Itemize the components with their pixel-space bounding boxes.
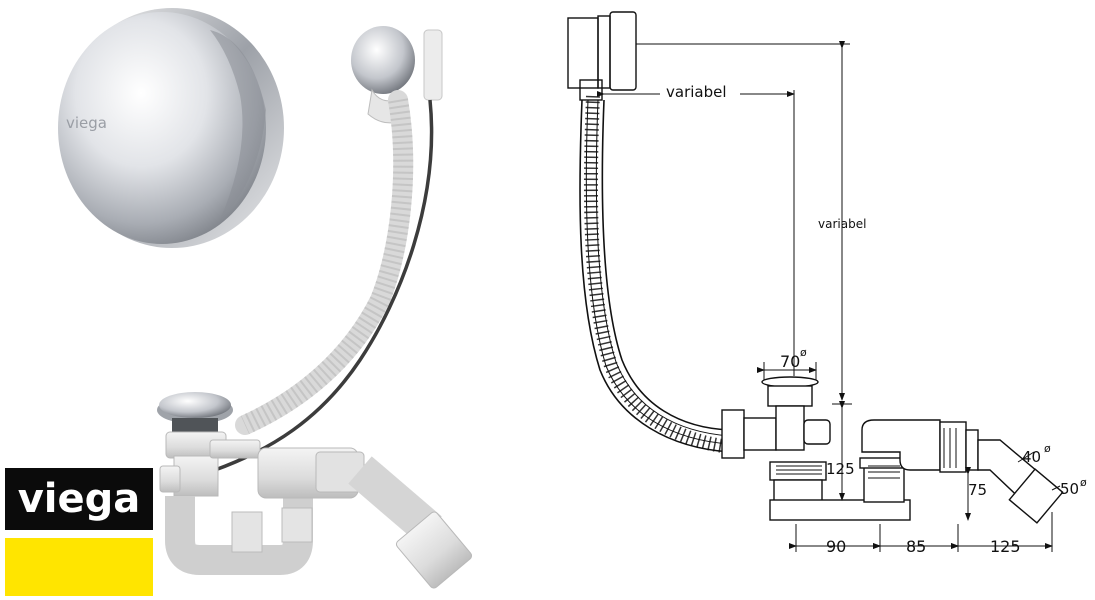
cap-brand-text: viega	[66, 114, 107, 132]
logo-black-band: viega	[5, 468, 153, 530]
drain-assembly-drawing	[721, 376, 1064, 524]
drain-popup	[157, 392, 261, 497]
dim-125-vertical: 125	[826, 460, 855, 478]
siphon-trap	[165, 447, 473, 589]
dim-70-symbol: ø	[800, 346, 807, 359]
label-variabel-vertical: variabel	[818, 217, 866, 231]
label-variabel-horizontal: variabel	[666, 83, 727, 101]
dim-125-horizontal: 125	[990, 537, 1021, 556]
dim-40: 40	[1022, 448, 1041, 466]
dim-70: 70	[780, 352, 800, 371]
dimension-lines	[597, 41, 1061, 552]
dim-75: 75	[968, 481, 987, 499]
dim-40-symbol: ø	[1044, 442, 1051, 455]
dim-50: 50	[1060, 480, 1079, 498]
overflow-cap-large: viega	[58, 8, 284, 248]
dim-85: 85	[906, 537, 926, 556]
brand-logo: viega	[5, 468, 153, 596]
label-bg	[660, 84, 740, 102]
logo-text: viega	[17, 476, 141, 522]
drawing-outline	[567, 11, 731, 453]
bowden-cable	[214, 99, 434, 472]
logo-yellow-band	[5, 538, 153, 596]
dim-90: 90	[826, 537, 846, 556]
drain-hatch	[776, 428, 957, 479]
dim-50-symbol: ø	[1080, 476, 1087, 489]
